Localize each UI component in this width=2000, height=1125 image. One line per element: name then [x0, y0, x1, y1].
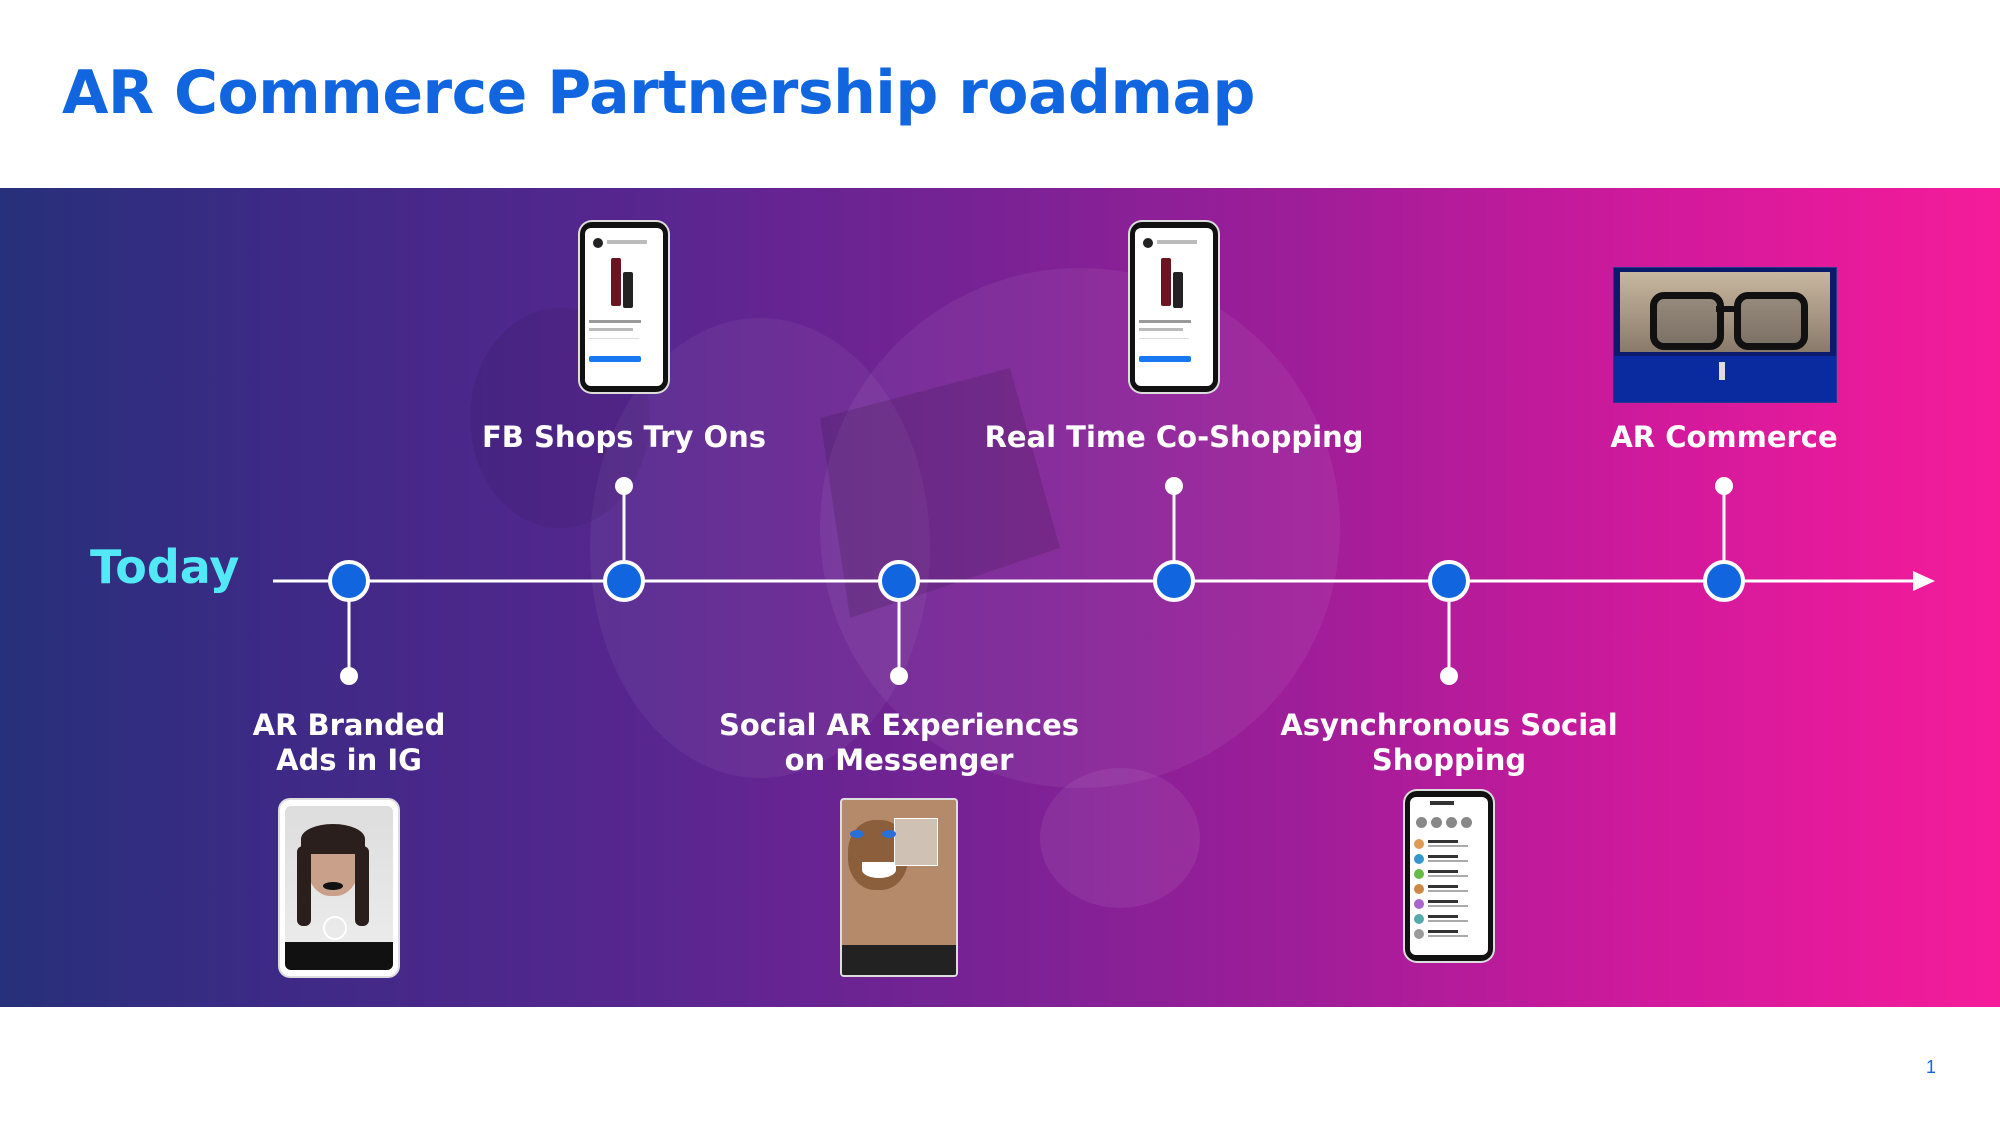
- milestone-node: [1428, 560, 1470, 602]
- milestone-stem-dot: [615, 477, 633, 495]
- milestone-node: [878, 560, 920, 602]
- phone-ar-face-filter: [280, 800, 398, 976]
- milestone-label: FB Shops Try Ons: [481, 420, 767, 454]
- today-label: Today: [90, 540, 240, 594]
- phone-video-call-ar: [842, 800, 956, 975]
- milestone-node: [603, 560, 645, 602]
- milestone-node: [1703, 560, 1745, 602]
- milestone-stem-dot: [340, 667, 358, 685]
- milestone-stem-dot: [1715, 477, 1733, 495]
- timeline-axis: [273, 477, 1935, 685]
- phone-lipstick-product: [1130, 222, 1218, 392]
- timeline-arrowhead: [1913, 571, 1935, 591]
- milestone-node: [1153, 560, 1195, 602]
- phone-screen: [842, 800, 956, 975]
- page-number: 1: [1925, 1057, 1936, 1077]
- milestone-stem-dot: [890, 667, 908, 685]
- phone-screen: [285, 806, 393, 970]
- page-title: AR Commerce Partnership roadmap: [62, 58, 1255, 128]
- phone-lipstick-product: [580, 222, 668, 392]
- phone-chat-list: [1405, 791, 1493, 961]
- milestone-label: Real Time Co-Shopping: [984, 420, 1364, 454]
- phone-screen: [585, 228, 663, 386]
- milestone-node: [328, 560, 370, 602]
- milestone-stem-dot: [1440, 667, 1458, 685]
- phone-screen: [1410, 797, 1488, 955]
- background-vr-photo: [470, 268, 1340, 908]
- phone-screen: [1135, 228, 1213, 386]
- milestone-label: AR Commerce: [1610, 420, 1838, 454]
- milestone-stem-dot: [1165, 477, 1183, 495]
- ar-glasses-stage-photo: [1613, 267, 1837, 403]
